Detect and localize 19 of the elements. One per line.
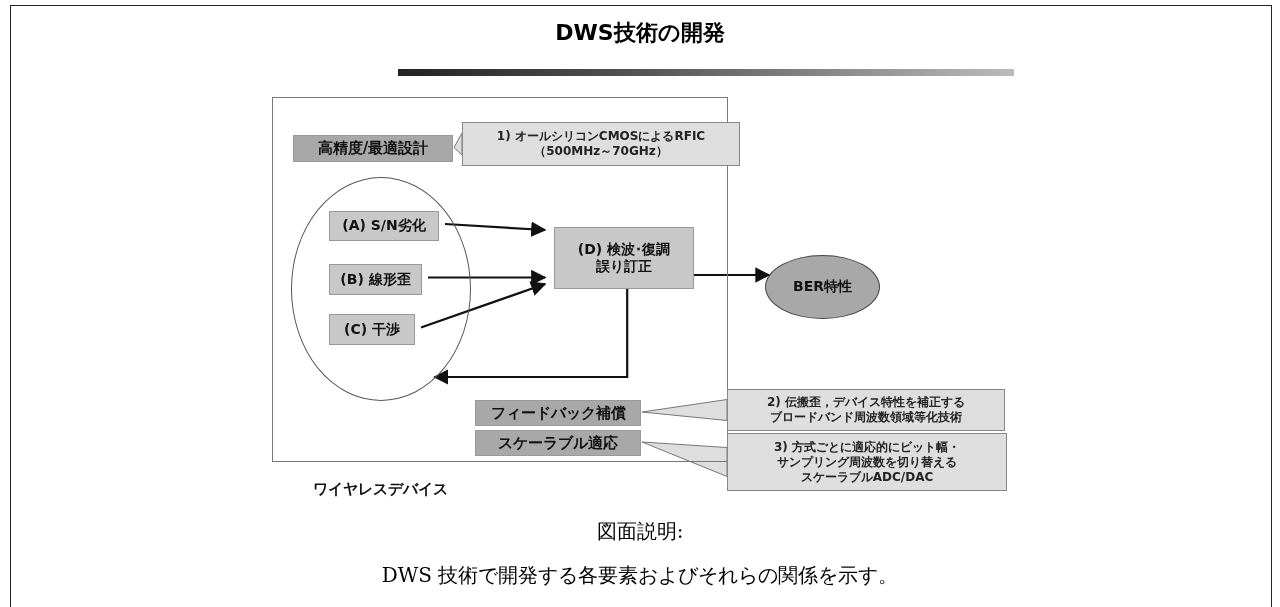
heading-box: スケーラブル適応: [475, 430, 641, 456]
factor-box: (B) 線形歪: [329, 264, 422, 295]
arrow: [433, 288, 629, 385]
arrow: [444, 221, 547, 237]
factor-box: (A) S/N劣化: [329, 211, 439, 241]
callout-pointer: [453, 132, 463, 156]
arrow: [420, 281, 547, 329]
arrow: [693, 267, 771, 283]
callout-pointer: [641, 399, 728, 421]
frame-heading: ワイヤレスデバイス: [313, 480, 448, 499]
heading-box: 高精度/最適設計: [293, 135, 453, 162]
result-ellipse: BER特性: [765, 255, 880, 319]
callout-pointer: [641, 441, 728, 477]
title: DWS技術の開発: [554, 19, 726, 47]
heading-box: フィードバック補償: [475, 400, 641, 426]
process-box: (D) 検波･復調誤り訂正: [554, 227, 694, 289]
factor-box: (C) 干渉: [329, 314, 415, 345]
caption-heading: 図面説明:: [595, 518, 685, 545]
caption: DWS 技術で開発する各要素およびそれらの関係を示す。: [380, 562, 900, 589]
